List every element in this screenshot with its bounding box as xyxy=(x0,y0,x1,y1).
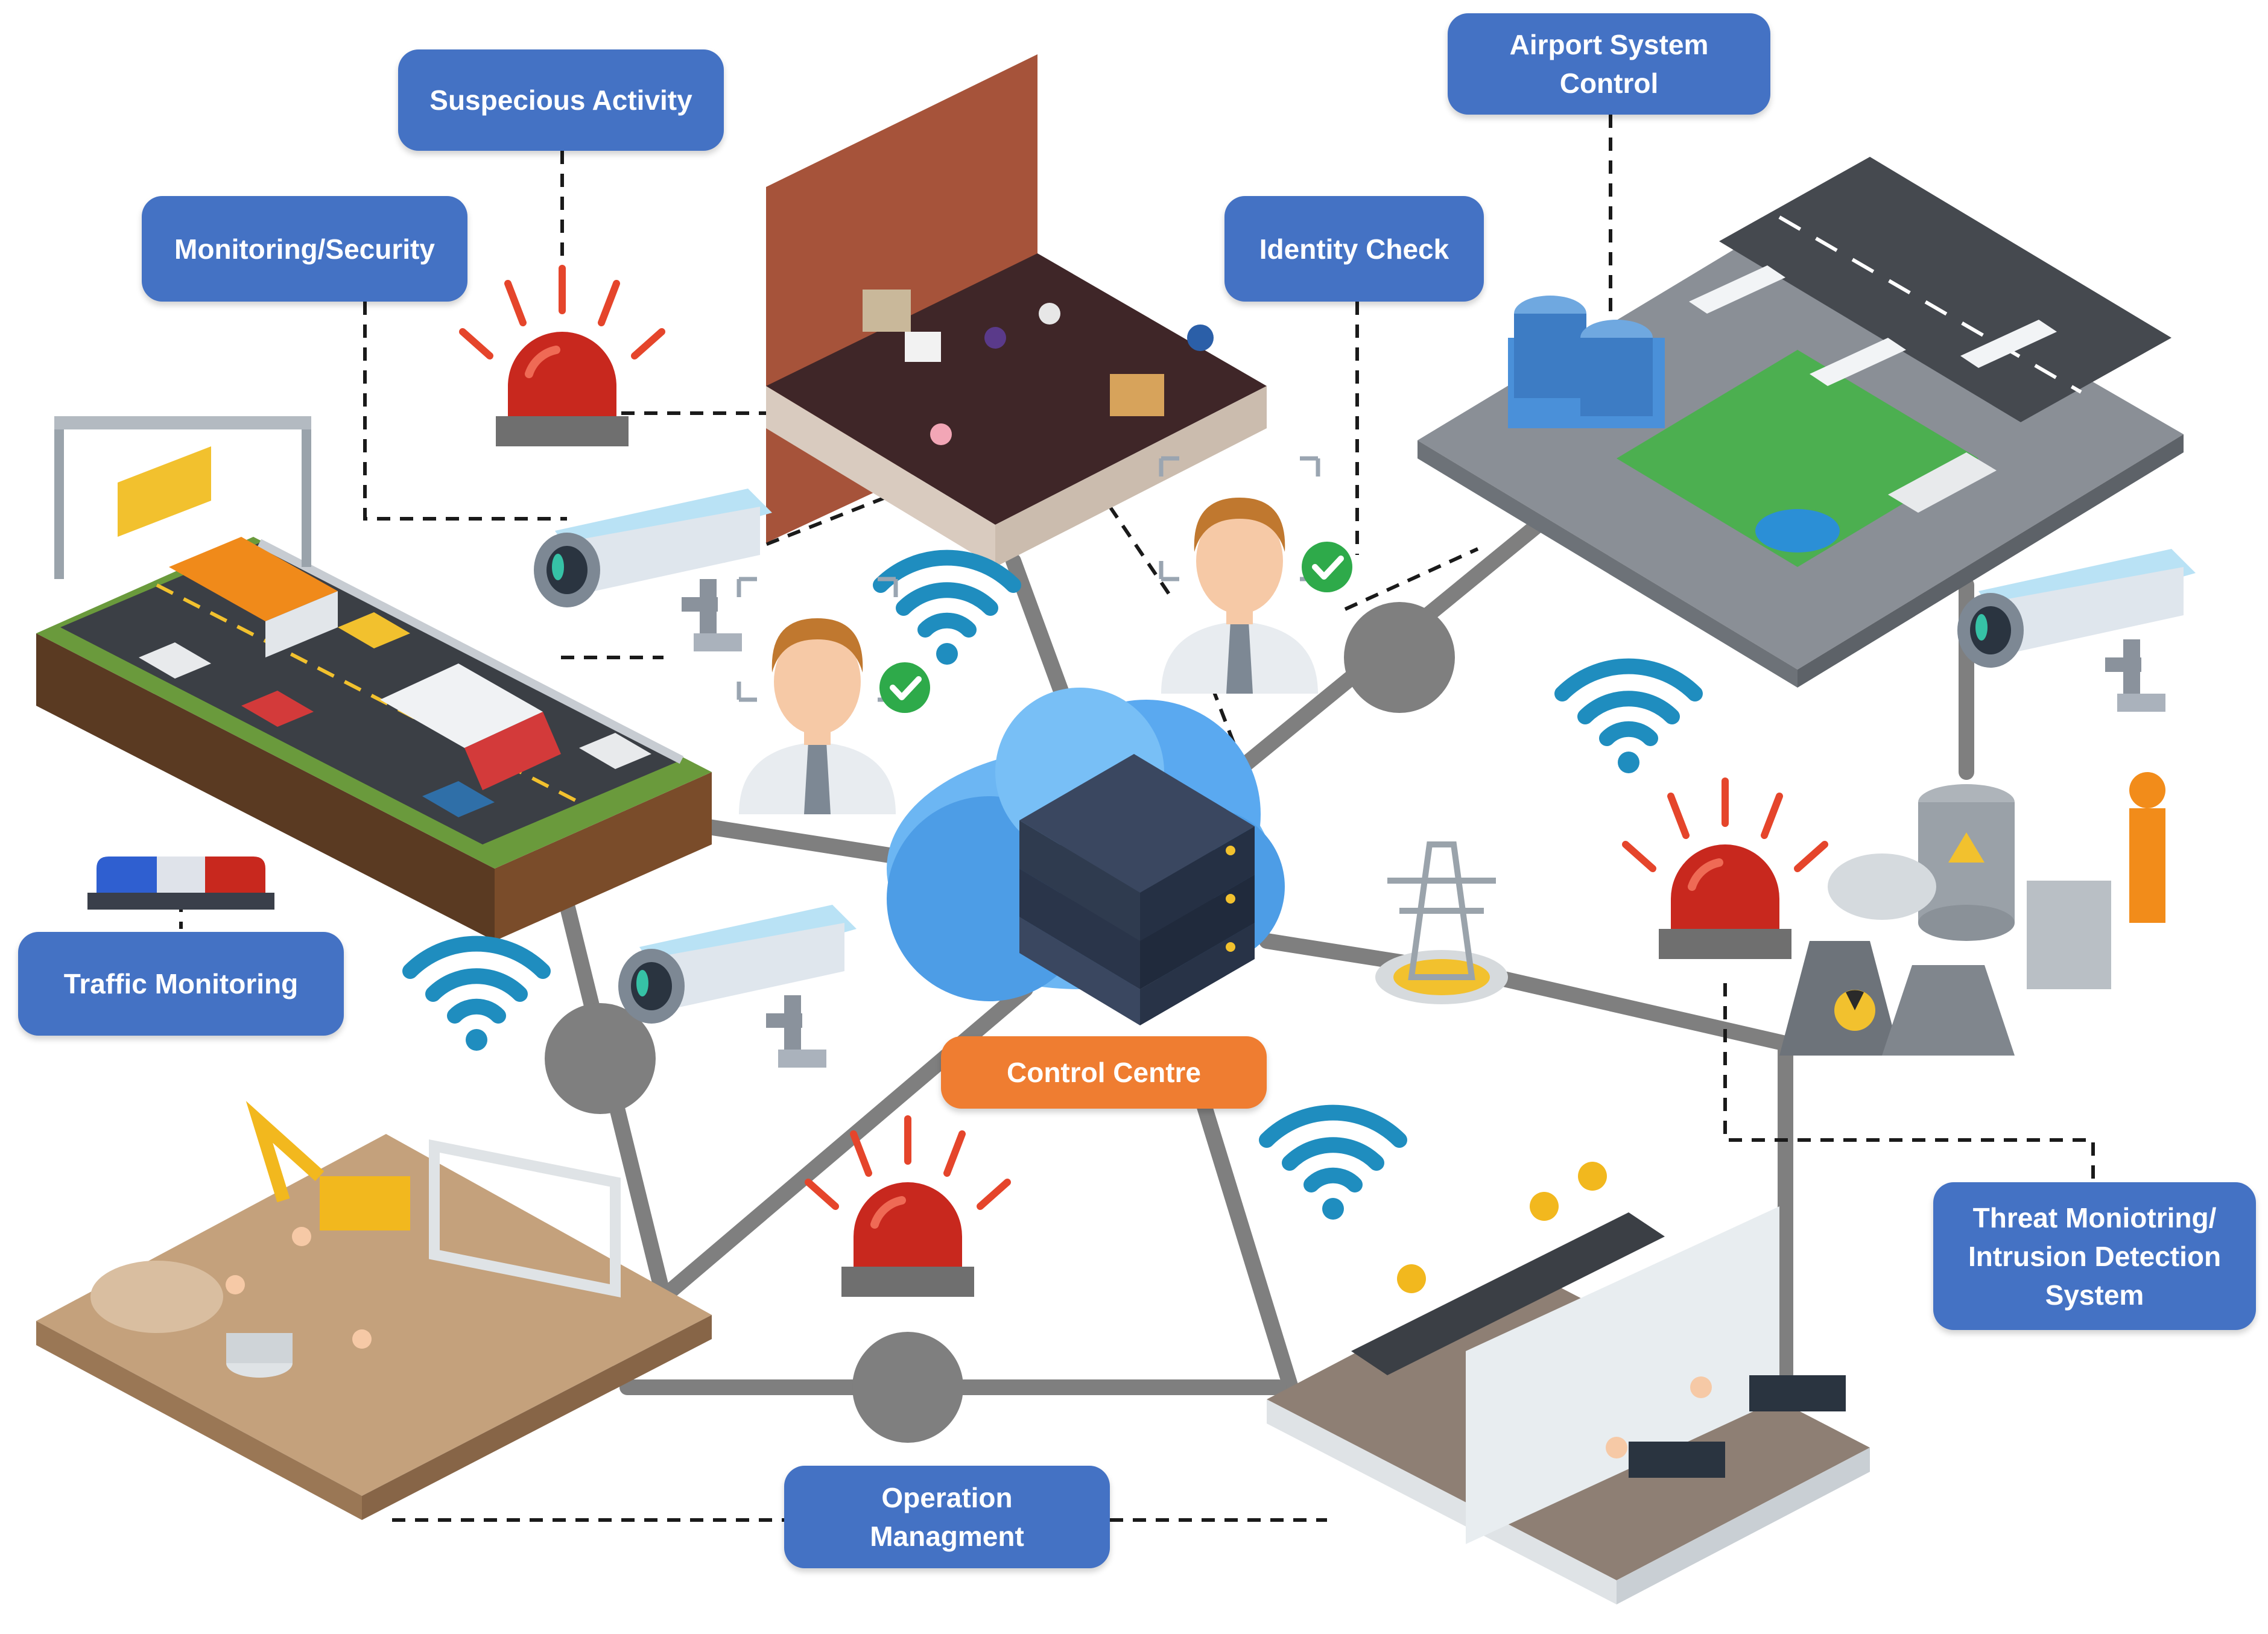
monitoring-security-label: Monitoring/Security xyxy=(142,196,467,302)
cctv-camera-icon xyxy=(1957,549,2196,712)
traffic-monitoring-label: Traffic Monitoring xyxy=(18,932,344,1036)
alarm-siren-icon xyxy=(463,268,662,446)
airport-scene xyxy=(1418,157,2184,688)
wifi-icon xyxy=(881,558,1013,665)
factory-control-room-scene xyxy=(1267,1162,1870,1604)
suspicious-activity-label: Suspecious Activity xyxy=(398,49,724,151)
threat-monitoring-label: Threat Moniotring/ Intrusion Detection S… xyxy=(1933,1182,2256,1330)
police-light-bar-icon xyxy=(87,857,274,910)
power-tower-icon xyxy=(1375,841,1508,1004)
airport-system-control-label: Airport System Control xyxy=(1448,13,1770,115)
operation-management-label: Operation Managment xyxy=(784,1466,1110,1568)
wifi-icon xyxy=(410,944,543,1051)
nuclear-plant-scene xyxy=(1779,772,2165,1056)
verified-person-icon xyxy=(1161,458,1352,694)
server-stack-icon xyxy=(1019,754,1255,1025)
cctv-camera-icon xyxy=(534,489,772,651)
construction-site-scene xyxy=(36,1101,712,1520)
network-hub-icon xyxy=(545,602,1455,1443)
wifi-icon xyxy=(1562,667,1695,773)
control-centre-label: Control Centre xyxy=(941,1036,1267,1109)
cctv-camera-icon xyxy=(618,905,857,1068)
store-scene xyxy=(766,54,1267,567)
wifi-icon xyxy=(1267,1113,1399,1220)
traffic-highway-scene xyxy=(36,416,712,941)
identity-check-label: Identity Check xyxy=(1224,196,1484,302)
alarm-siren-icon xyxy=(1626,781,1825,959)
